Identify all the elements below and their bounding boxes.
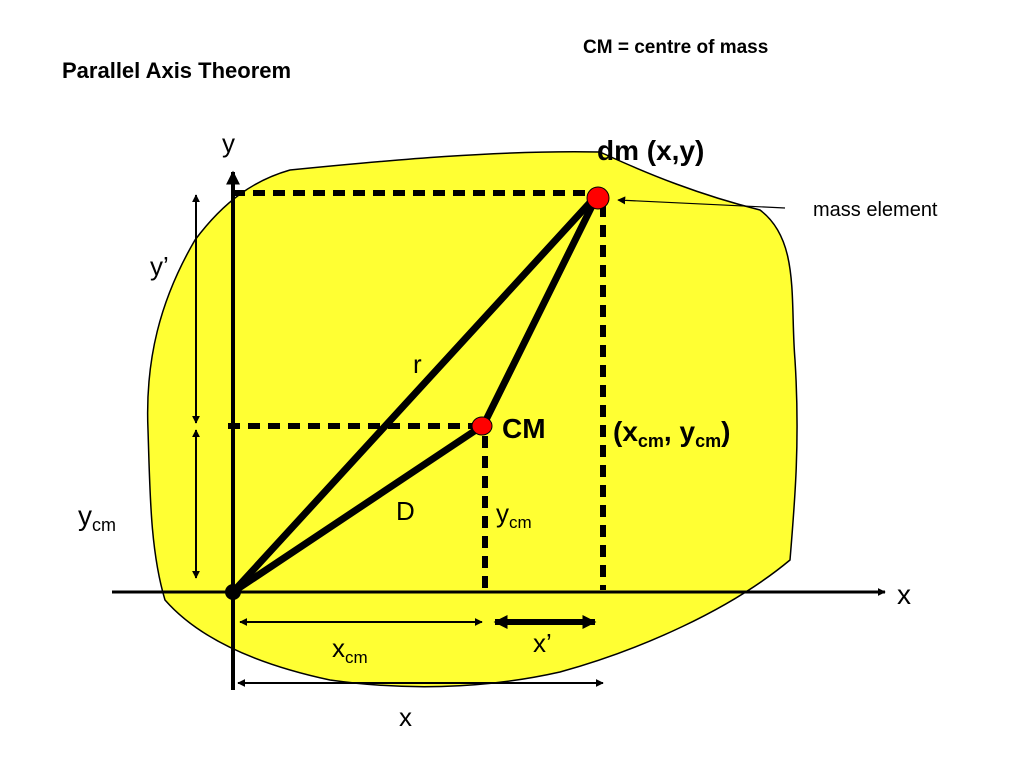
mass-element-pointer — [617, 196, 786, 209]
dotted-guides — [228, 190, 606, 590]
xcm-label: xcm — [332, 633, 368, 667]
ycm-left-label: ycm — [78, 500, 116, 535]
dm-label: dm (x,y) — [597, 135, 704, 166]
mass-element-point — [586, 186, 610, 210]
y-prime-label: y’ — [150, 251, 169, 281]
d-vector — [229, 422, 486, 596]
page-title: Parallel Axis Theorem — [62, 58, 291, 83]
r-vector — [229, 192, 600, 596]
cm-definition-note: CM = centre of mass — [583, 37, 768, 58]
cm-label: CM — [502, 413, 546, 444]
y-axis-label: y — [222, 128, 235, 158]
dimension-arrows — [192, 194, 604, 687]
cm-point — [471, 416, 493, 436]
ycm-mid-label: ycm — [496, 498, 532, 532]
mass-element-label: mass element — [813, 199, 938, 221]
x-distance-label: x — [399, 702, 412, 732]
rigid-body-blob — [146, 151, 798, 688]
cm-coordinates-label: (xcm, ycm) — [613, 416, 730, 451]
d-label: D — [396, 496, 415, 526]
origin-point — [225, 584, 241, 600]
x-prime-label: x’ — [533, 628, 552, 658]
cm-to-dm-vector — [480, 194, 600, 428]
x-axis-label: x — [897, 579, 911, 610]
r-label: r — [413, 349, 422, 379]
